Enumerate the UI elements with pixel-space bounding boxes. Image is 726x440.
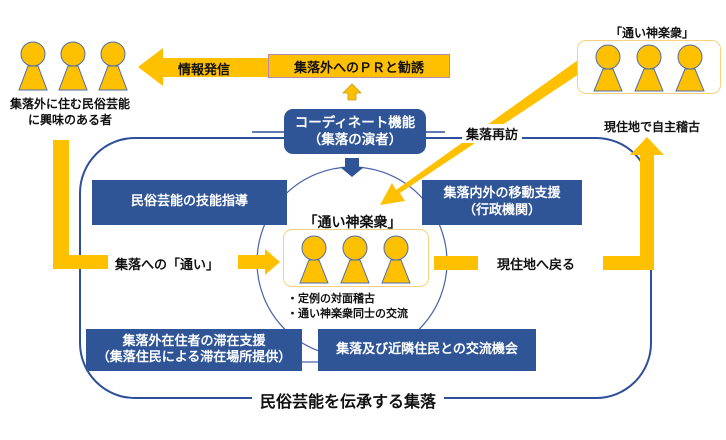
center-group-title: 「通い神楽衆」 [303,215,402,231]
return-home-label: 現住地へ戻る [497,258,576,273]
center-group-box [283,229,429,287]
outside-people-label: 集落外に住む民俗芸能 に興味のある者 [0,96,140,128]
person-icon [18,41,48,91]
support-box-stay: 集落外在住者の滞在支援 （集落住民による滞在場所提供） [86,329,302,371]
person-icon [593,44,623,92]
to-village-label: 集落への「通い」 [115,258,220,273]
center-bullet-2: ・通い神楽衆同士の交流 [287,307,408,320]
support-box-skill-instruction: 民俗芸能の技能指導 [92,180,287,225]
center-bullet-1: ・定例の対面稽古 [287,292,375,305]
support-box-mobility-line2: （行政機関） [462,202,541,218]
outside-people-label-line2: に興味のある者 [27,113,112,127]
coordinator-line1: コーディネート機能 [294,114,416,131]
coordinator-line2: （集落の演者） [307,131,403,148]
support-box-skill-label: 民俗芸能の技能指導 [130,194,248,210]
person-icon [381,235,411,284]
coordinator-box[interactable]: コーディネート機能 （集落の演者） [284,109,426,154]
return-home-arrow [603,137,664,270]
support-box-stay-line1: 集落外在住者の滞在支援 [122,333,266,349]
to-village-arrow [238,249,280,275]
person-icon [299,235,329,284]
remote-group-caption: 現住地で自主稽古 [603,120,700,134]
center-group-bullets: ・定例の対面稽古 ・通い神楽衆同士の交流 [287,291,408,321]
support-box-mobility-line1: 集落内外の移動支援 [443,186,561,202]
pr-box-label: 集落外へのＰＲと勧誘 [293,60,424,76]
pr-box: 集落外へのＰＲと勧誘 [268,54,450,78]
support-box-mobility: 集落内外の移動支援 （行政機関） [422,180,582,225]
outside-people-group [14,40,134,92]
person-icon [675,44,705,92]
support-box-exchange-label: 集落及び近隣住民との交流機会 [336,341,518,357]
person-icon [634,44,664,92]
person-icon [98,41,128,91]
to-village-path [53,140,108,269]
info-send-arrow [138,48,268,86]
down-arrow-small [340,158,364,177]
person-icon [340,235,370,284]
info-send-label: 情報発信 [178,63,231,78]
support-box-stay-line2: （集落住民による滞在場所提供） [96,350,292,365]
up-arrow-small [342,83,362,101]
village-frame-label: 民俗芸能を伝承する集落 [252,388,445,412]
support-box-exchange: 集落及び近隣住民との交流機会 [318,329,536,371]
person-icon [58,41,88,91]
remote-group-title: 「通い神楽衆」 [609,26,694,40]
outside-people-label-line1: 集落外に住む民俗芸能 [9,97,130,111]
revisit-label: 集落再訪 [462,124,523,143]
return-home-segment [434,256,478,270]
remote-group-box [577,40,721,94]
